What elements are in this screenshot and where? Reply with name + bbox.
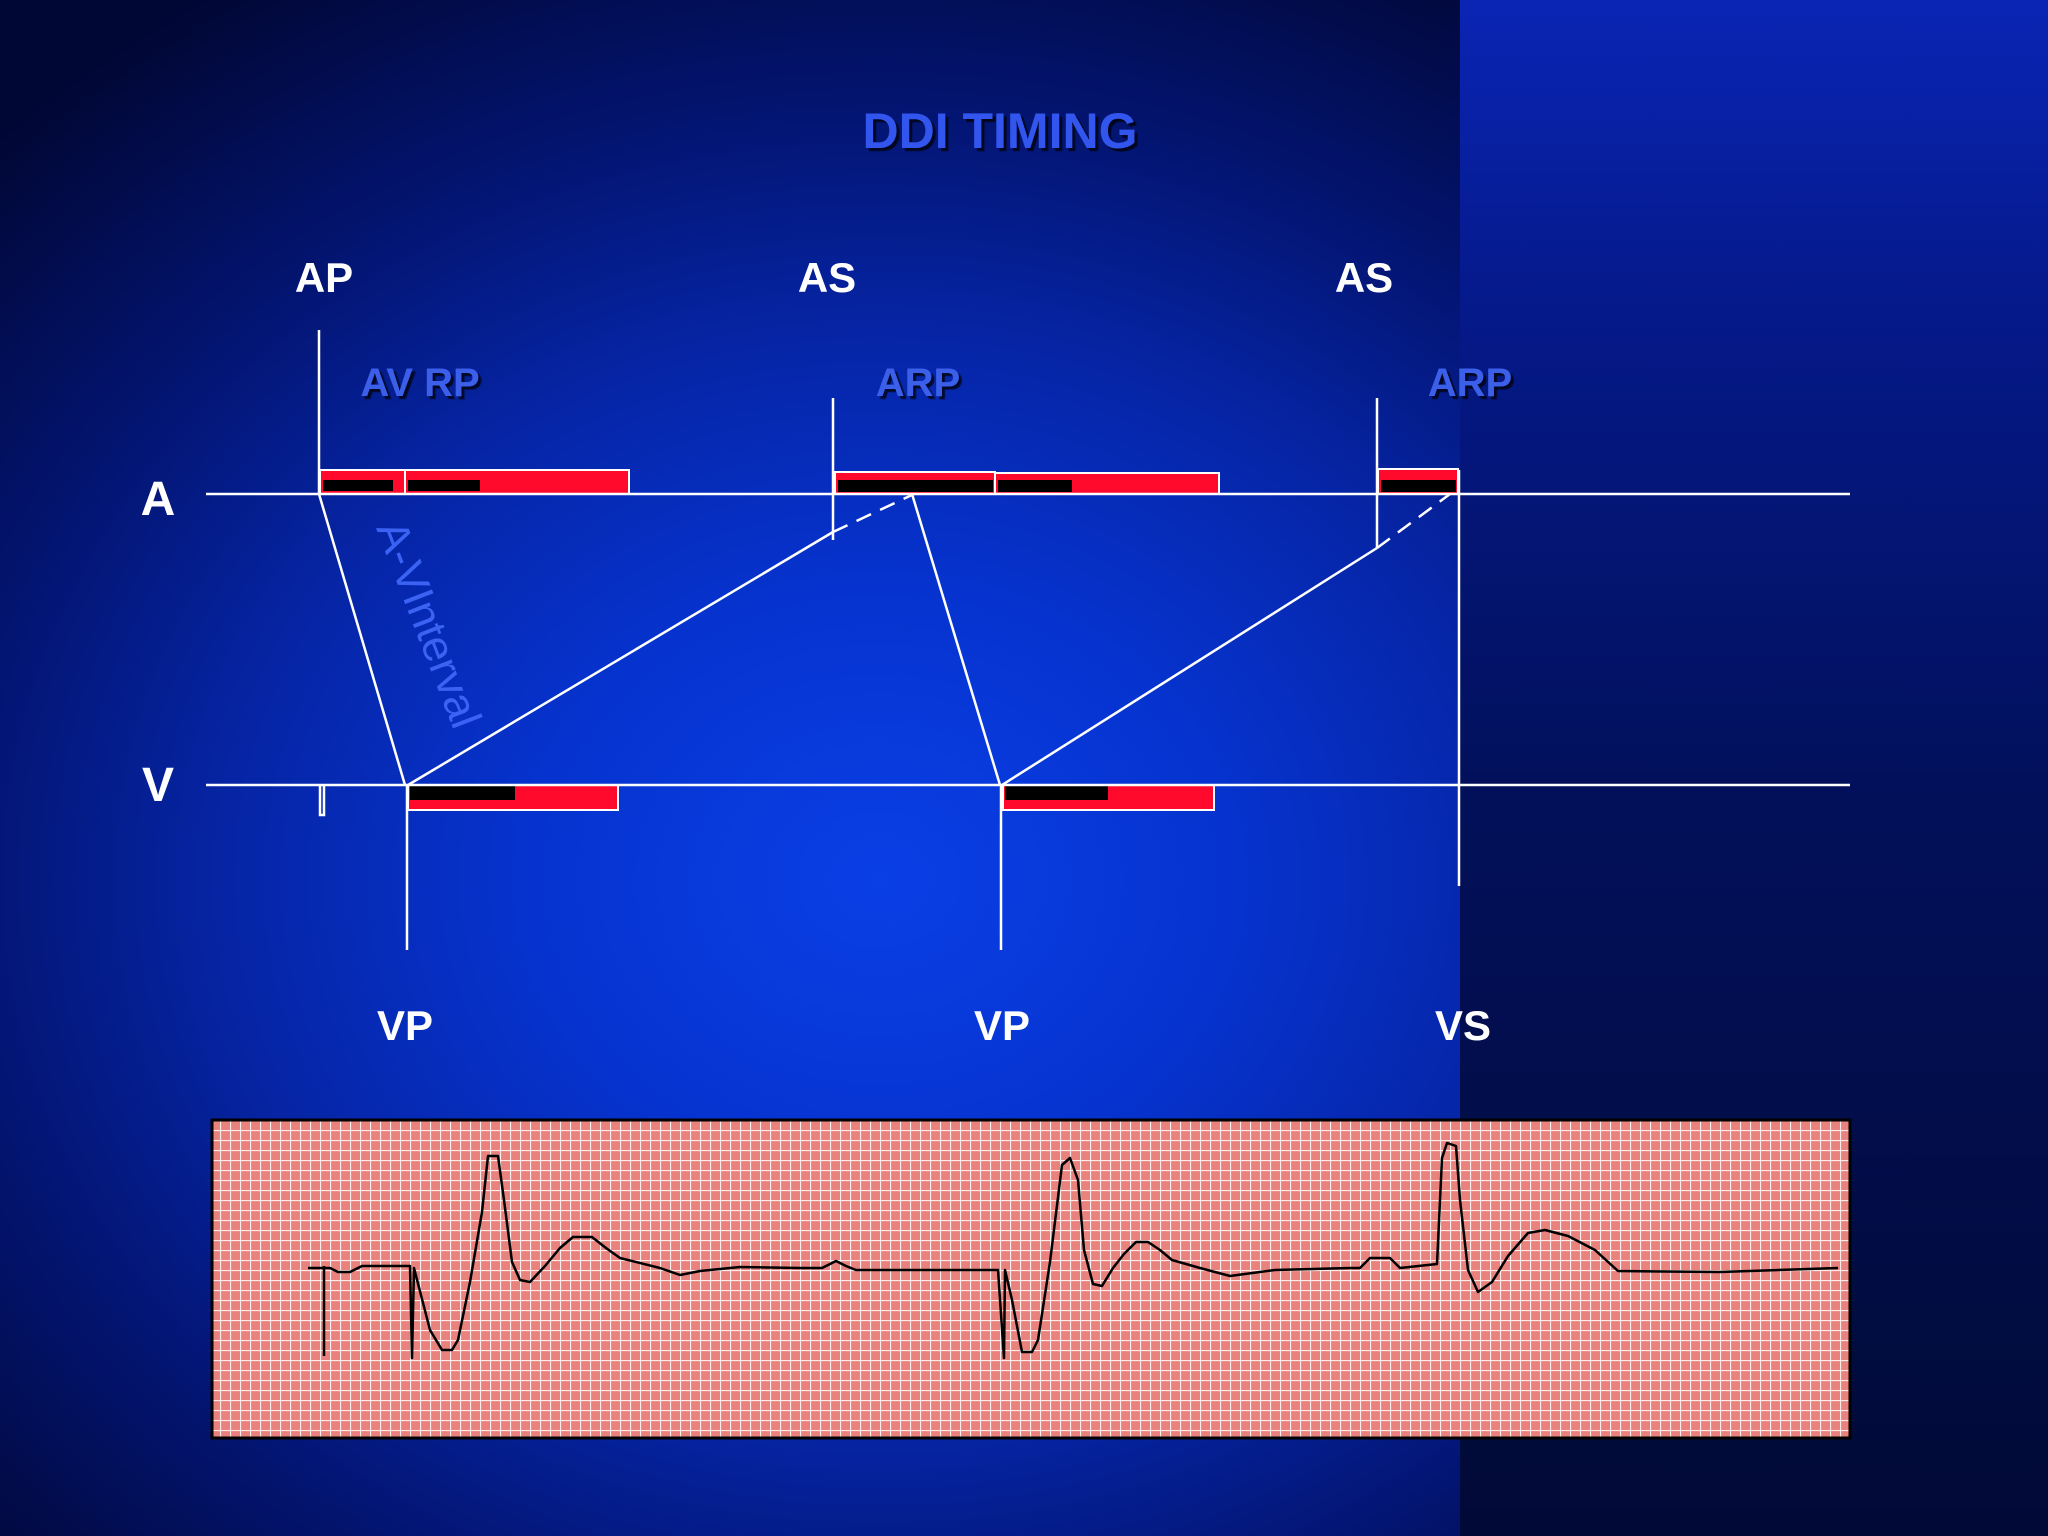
slide-title: DDI TIMING <box>863 103 1138 159</box>
va-interval-dashed <box>832 492 915 534</box>
refractory-bar-fill <box>1005 786 1108 800</box>
atrial-event-label: AS <box>1335 254 1393 301</box>
va-interval-line <box>407 530 834 787</box>
ecg-paper <box>210 1118 1852 1440</box>
av-interval-label: A-VInterval <box>367 514 491 735</box>
atrial-refractory-bars <box>319 468 1459 495</box>
ventricular-refractory-bars <box>407 784 1215 811</box>
ventricular-row-label: V <box>142 759 174 812</box>
refractory-bar-fill <box>410 786 515 800</box>
atrial-row-label: A <box>141 473 176 526</box>
refractory-bar-fill <box>323 480 393 491</box>
av-interval-line <box>317 493 407 786</box>
atrial-event-label: AS <box>798 254 856 301</box>
atrial-event-label: AP <box>295 254 353 301</box>
av-interval-line <box>910 493 1002 786</box>
ventricular-event-label: VP <box>377 1002 433 1049</box>
ventricular-event-label: VS <box>1435 1002 1491 1049</box>
refractory-label: ARP <box>876 361 960 405</box>
ecg-strip <box>210 1118 1852 1440</box>
refractory-bar-fill <box>998 480 1072 492</box>
ventricular-pace-spike <box>318 785 326 817</box>
refractory-bar-fill <box>408 480 480 491</box>
ventricular-event-label: VP <box>974 1002 1030 1049</box>
refractory-bar-fill <box>1381 480 1456 492</box>
va-interval-dashed <box>1376 492 1451 550</box>
refractory-label: ARP <box>1428 361 1512 405</box>
timing-lines <box>206 330 1850 950</box>
ecg-trace <box>308 1141 1839 1360</box>
refractory-bar-fill <box>838 480 993 492</box>
va-interval-line <box>1001 546 1378 787</box>
refractory-label: AV RP <box>360 361 479 405</box>
